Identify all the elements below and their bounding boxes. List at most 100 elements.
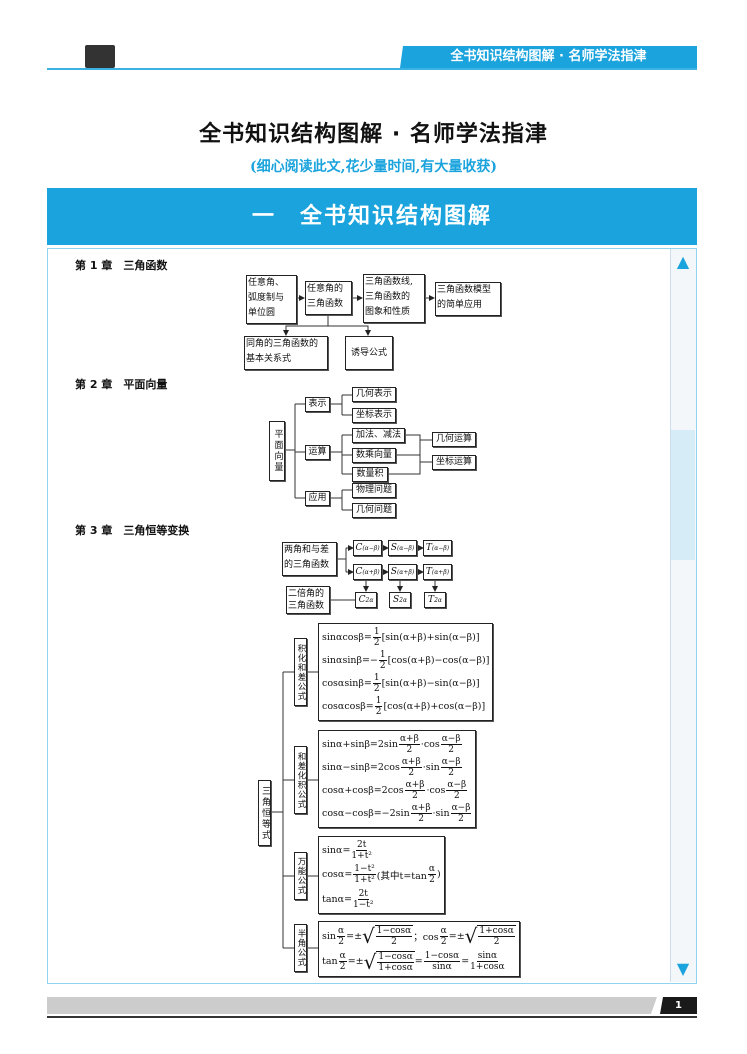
numerator: α — [427, 864, 436, 876]
formula-text: cosα−cosβ=−2sin — [322, 808, 410, 820]
scroll-up-icon[interactable]: ▲ — [676, 252, 690, 271]
symbol-letter: C — [355, 566, 363, 577]
symbol-letter: T — [428, 594, 435, 605]
symbol-letter: S — [390, 542, 397, 553]
symbol-subscript: (α+β) — [362, 568, 380, 576]
denominator: 2 — [338, 936, 344, 947]
denominator: 2 — [412, 791, 418, 802]
identity-group-label: 万能公式 — [294, 852, 307, 900]
formula-text: =± — [346, 930, 363, 942]
denominator: 2 — [373, 684, 380, 695]
denominator: 2 — [440, 936, 447, 947]
box-representation: 表示 — [305, 397, 330, 412]
formula-text: [cos(α+β)−cos(α−β)] — [387, 654, 490, 666]
denominator: 2 — [493, 937, 500, 948]
page-title: 全书知识结构图解 · 名师学法指津 — [199, 122, 548, 147]
box-dot-product: 数量积 — [352, 467, 388, 482]
denominator: 2 — [379, 660, 386, 671]
symbol-subscript: 2α — [399, 596, 408, 604]
numerator: α−β — [446, 780, 468, 792]
symbol-letter: S — [390, 566, 397, 577]
denominator: 2 — [375, 707, 382, 718]
numerator: α+β — [410, 803, 432, 815]
page-subtitle: (细心阅读此文,花少量时间,有大量收获) — [250, 159, 497, 175]
formula-text: =± — [347, 956, 364, 968]
box-induction-formulas: 诱导公式 — [345, 336, 393, 370]
denominator: 2 — [418, 814, 424, 825]
box-trig-functions-any-angle: 任意角的 三角函数 — [305, 281, 352, 315]
denominator: 2 — [406, 744, 413, 755]
box-coordinate-rep: 坐标表示 — [352, 408, 396, 423]
box-physics-problems: 物理问题 — [352, 483, 396, 498]
formula-text: sin — [322, 930, 337, 942]
denominator: 1−t² — [352, 899, 374, 910]
formula-symbol-box: C(α+β) — [353, 564, 382, 580]
footer-divider — [47, 1016, 697, 1018]
box-geometric-rep: 几何表示 — [352, 387, 396, 402]
symbol-subscript: (α−β) — [362, 544, 380, 552]
formula-text: tanα= — [322, 893, 352, 905]
formula-text: sinαcosβ= — [322, 631, 372, 643]
box-geometric-operations: 几何运算 — [432, 432, 476, 447]
page-number: 1 — [660, 997, 697, 1014]
formula-text: ·cos — [426, 785, 446, 797]
publisher-logo — [85, 45, 115, 68]
scroll-down-icon[interactable]: ▼ — [676, 959, 690, 978]
chapter-2-heading: 第 2 章 平面向量 — [75, 378, 168, 391]
numerator: α−β — [450, 803, 472, 815]
formula-text: (其中t=tan — [376, 870, 427, 882]
chapter-3-heading: 第 3 章 三角恒等变换 — [75, 524, 190, 537]
formula-text: ·sin — [432, 808, 450, 820]
box-geometry-problems: 几何问题 — [352, 503, 396, 518]
symbol-letter: T — [425, 542, 432, 553]
symbol-letter: T — [425, 566, 432, 577]
numerator: α+β — [400, 756, 422, 768]
box-sum-difference-trig: 两角和与差 的三角函数 — [282, 542, 337, 576]
scrollbar-thumb[interactable] — [671, 430, 695, 560]
formula-text: sinα= — [322, 845, 351, 857]
formula-text: sinαsinβ=− — [322, 654, 378, 666]
denominator: 2 — [339, 962, 346, 973]
numerator: α+β — [404, 780, 426, 792]
formula-text: [sin(α+β)+sin(α−β)] — [381, 631, 480, 643]
symbol-letter: C — [355, 542, 363, 553]
symbol-letter: S — [392, 594, 400, 605]
scrollbar[interactable] — [670, 249, 696, 982]
formula-text: cosα+cosβ=2cos — [322, 785, 404, 797]
radical-sign: √ — [363, 949, 377, 974]
identity-group-label: 积化和差公式 — [294, 638, 307, 706]
box-plane-vector: 平面向量 — [269, 421, 285, 481]
denominator: 2 — [408, 767, 415, 778]
formula-text: ；cos — [413, 932, 439, 944]
numerator: 1 — [374, 696, 383, 708]
numerator: 2t — [356, 840, 368, 852]
numerator: 1 — [372, 626, 381, 638]
formula-symbol-box: S(α+β) — [388, 564, 417, 580]
box-applications: 应用 — [305, 491, 330, 506]
formula-text: =± — [448, 930, 465, 942]
denominator: 2 — [429, 875, 435, 886]
